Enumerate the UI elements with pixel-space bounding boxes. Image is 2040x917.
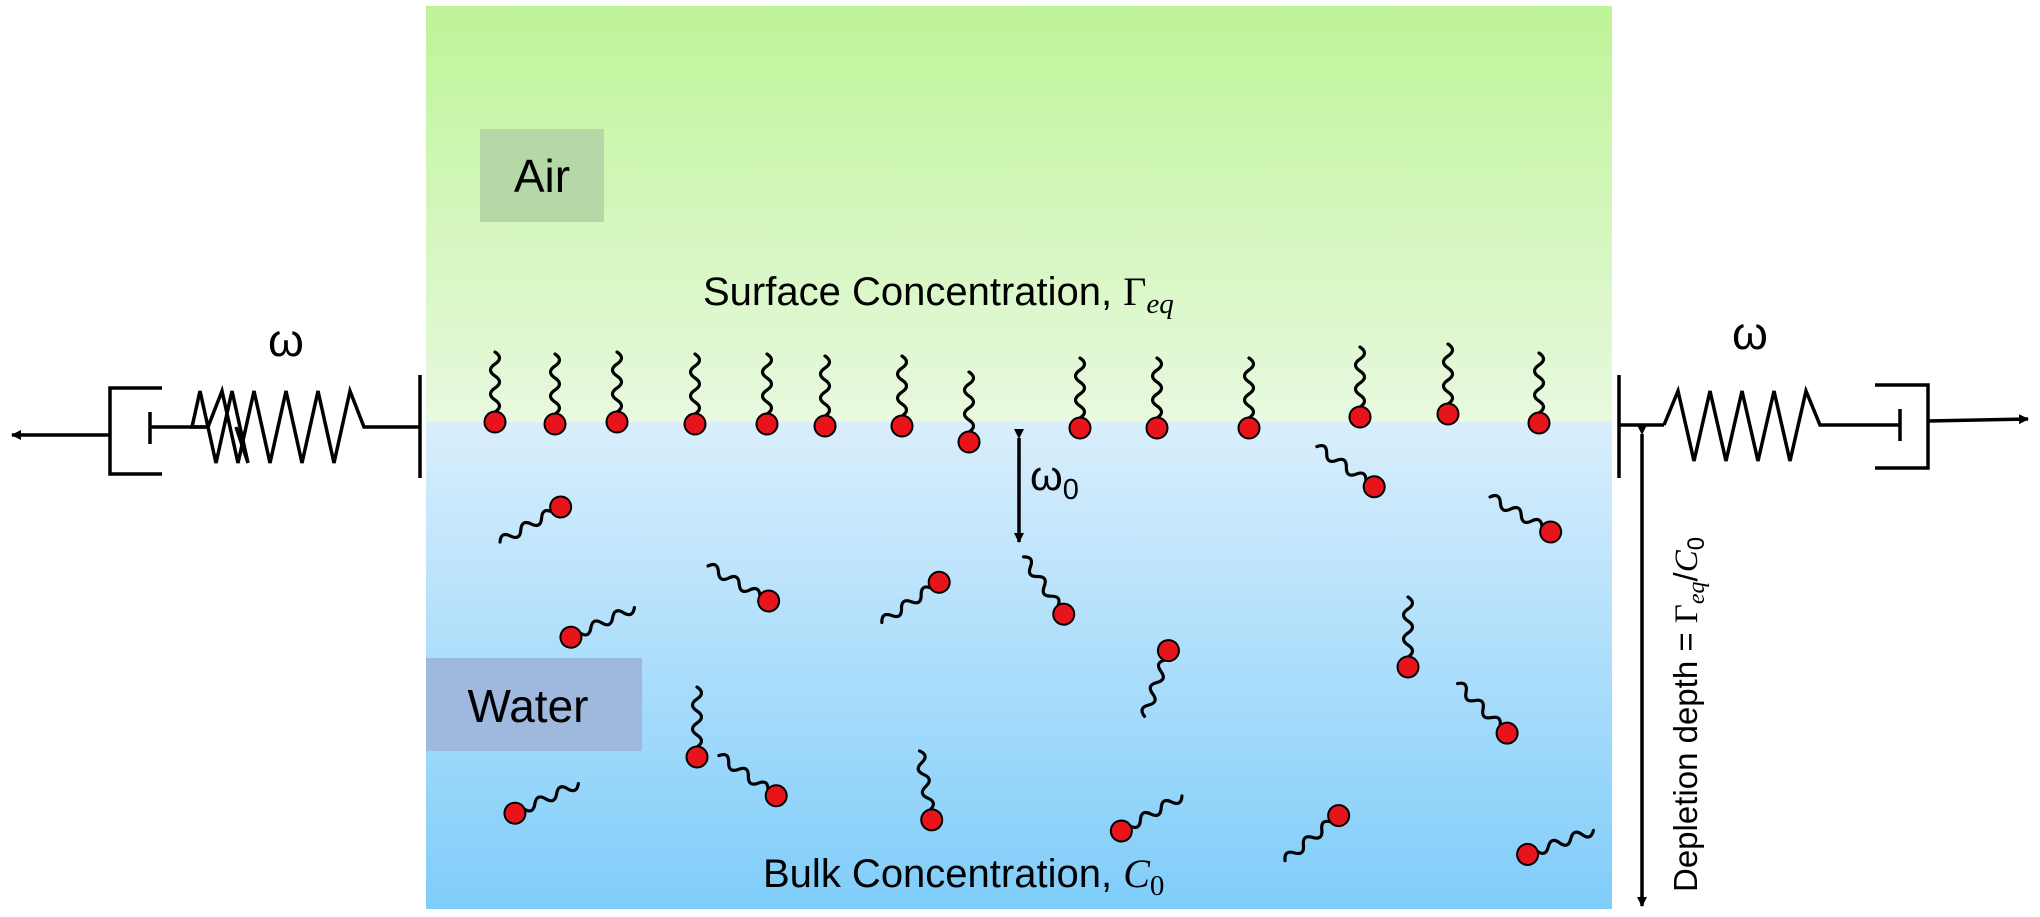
surface-concentration-label: Surface Concentration, Γeq [703, 269, 1174, 320]
air-label: Air [514, 150, 570, 202]
bulk-concentration-label: Bulk Concentration, C0 [763, 851, 1164, 902]
omega-right-label: ω [1732, 307, 1768, 359]
water-label: Water [468, 680, 589, 732]
air-label-box [480, 129, 604, 222]
water-label-box [426, 658, 642, 751]
omega-left-label: ω [268, 314, 304, 366]
omega0-label: ω0 [1030, 452, 1079, 506]
air-phase [426, 6, 1612, 422]
depletion-depth-label: Depletion depth = Γeq/C0 [1667, 537, 1710, 892]
right-spring-dashpot [1617, 375, 2029, 478]
left-spring-dashpot [11, 375, 422, 478]
